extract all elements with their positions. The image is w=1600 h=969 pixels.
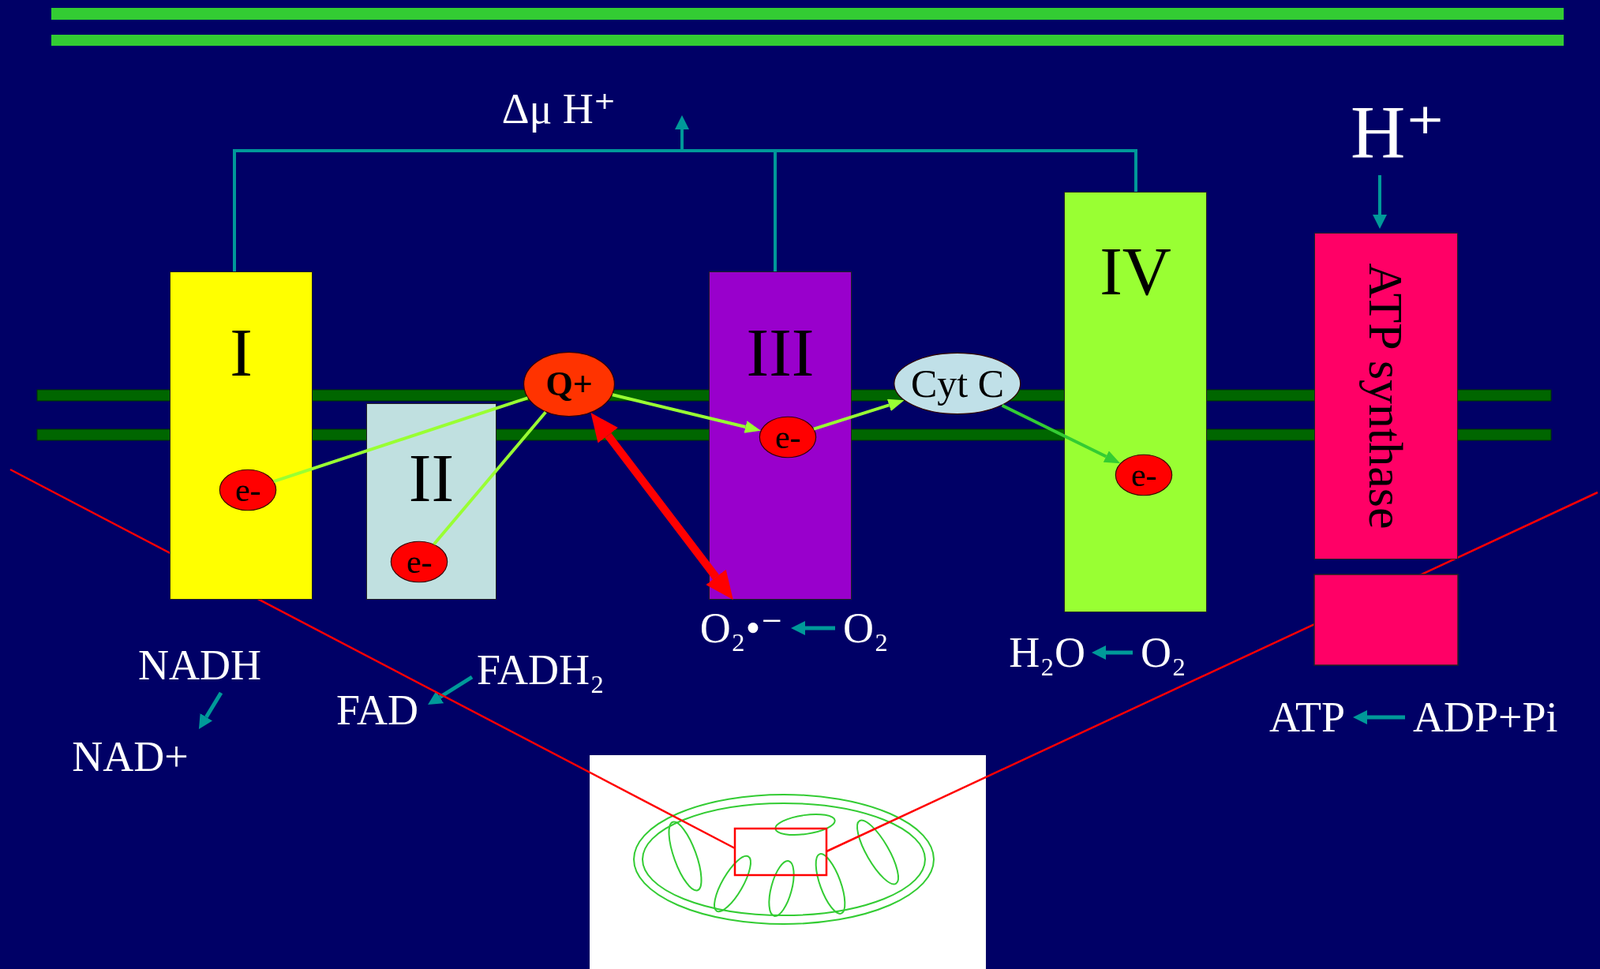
chemical-label: O₂ (1140, 631, 1187, 675)
proton-pump-bracket (234, 150, 1136, 272)
outer-membrane (633, 794, 934, 925)
node-label: ATP synthase (1361, 263, 1411, 530)
reaction-arrow (439, 677, 473, 698)
node-outline-shape (759, 416, 816, 458)
electron-circle: e- (390, 541, 448, 583)
reaction-arrow (805, 626, 836, 631)
chemical-label: H₂O (1008, 631, 1086, 675)
electron-flow-arrow (813, 404, 889, 429)
chemical-label: H⁺ (1350, 94, 1446, 171)
reaction-arrow (1105, 651, 1133, 656)
node-outline-shape (894, 352, 1021, 414)
chemical-label: ADP+Pi (1412, 696, 1559, 739)
connector-group (273, 394, 1107, 578)
node-label: IV (1099, 237, 1172, 306)
node-label: III (746, 318, 815, 387)
node-outline-shape (1115, 454, 1172, 495)
top-bar (51, 34, 1564, 46)
chemical-label: FADH₂ (476, 648, 605, 692)
electron-circle: e- (759, 416, 817, 458)
cytochrome-ellipse: Cyt C (893, 352, 1022, 415)
gradient-arrow (680, 129, 684, 151)
node-outline-shape (390, 541, 447, 582)
complex-box: III e- (708, 271, 852, 600)
label-anchor: NADH (138, 644, 262, 687)
node-label: e- (775, 420, 802, 454)
node-label: Q+ (545, 367, 593, 402)
zoom-box (734, 828, 827, 876)
label-anchor: H₂O (1008, 631, 1086, 675)
crista (708, 851, 758, 917)
node-label: e- (1131, 458, 1158, 492)
label-anchor: NAD+ (71, 735, 188, 779)
chemical-label: ATP (1269, 696, 1346, 739)
chemical-label: O₂ (843, 607, 889, 650)
node-outline-shape (524, 352, 615, 416)
inset-panel (589, 755, 986, 969)
zoom-line (826, 492, 1598, 852)
electron-flow-arrow (612, 394, 746, 428)
node-label: e- (406, 545, 433, 579)
top-bar (51, 7, 1564, 20)
node-label: e- (235, 473, 262, 507)
electron-flow-arrow (1002, 405, 1107, 458)
label-anchor: H⁺ (1350, 94, 1446, 171)
chemical-label: NAD+ (71, 735, 188, 779)
chemical-label: Δμ H⁺ (502, 87, 617, 131)
crista (764, 858, 799, 919)
chemical-label: FAD (336, 689, 419, 732)
ubiquinone-ellipse: Q+ (523, 352, 615, 417)
proton-arrow (1378, 175, 1382, 215)
inner-membrane (642, 803, 926, 916)
node-label: II (408, 444, 454, 513)
label-anchor: FADH₂ (476, 648, 605, 692)
node-label: Cyt C (910, 363, 1005, 404)
complex-box: II e- (366, 403, 497, 600)
mitochondrion-drawing (633, 794, 934, 925)
chemical-label: O₂•⁻ (700, 607, 784, 650)
node-label: I (229, 318, 253, 387)
label-anchor: FAD (336, 689, 419, 732)
electron-flow-line (434, 412, 547, 545)
crista (809, 850, 851, 918)
label-anchor: O₂ (1140, 631, 1187, 675)
label-anchor: O₂ (843, 607, 889, 650)
label-anchor: O₂•⁻ (700, 607, 784, 650)
complex-box: Ie- (169, 271, 313, 600)
electron-circle: e- (1115, 454, 1173, 496)
atp-synthase-box: ATP synthase (1314, 232, 1458, 560)
electron-circle: e- (219, 469, 277, 511)
reaction-arrow (206, 693, 222, 718)
crista (850, 815, 906, 890)
electron-flow-line (273, 397, 529, 482)
label-anchor: Δμ H⁺ (502, 87, 617, 131)
superoxide-arrow (607, 435, 716, 578)
node-outline-shape (219, 469, 276, 510)
chemical-label: NADH (138, 644, 262, 687)
atp-synthase-base (1314, 574, 1458, 666)
reaction-arrow (1367, 715, 1406, 720)
complex-box: IV e- (1064, 191, 1207, 613)
label-anchor: ATP (1269, 696, 1346, 739)
label-anchor: ADP+Pi (1412, 696, 1559, 739)
